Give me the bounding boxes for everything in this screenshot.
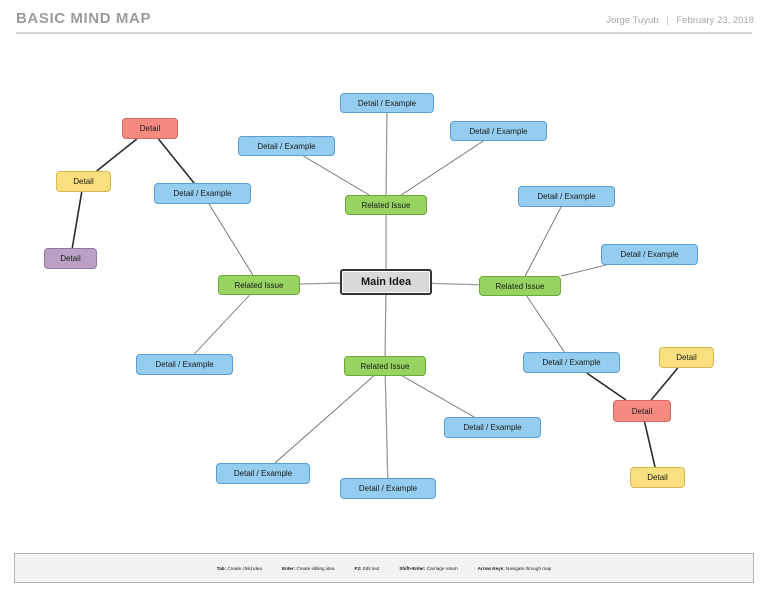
mindmap-edge	[384, 375, 389, 479]
shortcut-description: Navigate through map	[506, 565, 552, 571]
mindmap-node-ri_top[interactable]: Related Issue	[345, 195, 427, 215]
shortcut-hint-list: Tab: Create child idea Enter: Create sibl…	[217, 566, 551, 571]
node-label: Detail	[631, 406, 653, 416]
mindmap-node-ri_right[interactable]: Related Issue	[479, 276, 561, 296]
node-label: Detail / Example	[155, 360, 214, 369]
mindmap-node-d_yel_br2[interactable]: Detail	[630, 467, 685, 488]
mindmap-edge	[303, 155, 370, 196]
mindmap-node-ex_t1[interactable]: Detail / Example	[340, 93, 434, 113]
node-label: Main Idea	[360, 276, 412, 288]
node-label: Detail / Example	[537, 192, 596, 201]
node-label: Detail / Example	[233, 469, 293, 478]
node-label: Detail / Example	[469, 126, 528, 136]
document-header: BASIC MIND MAP Jorge Tuyub | February 23…	[0, 0, 768, 36]
shortcut-description: Create child idea	[227, 565, 262, 571]
mindmap-node-d_red_tl[interactable]: Detail	[122, 118, 178, 139]
author-name: Jorge Tuyub	[606, 15, 659, 26]
mindmap-node-ri_left[interactable]: Related Issue	[218, 275, 300, 295]
mindmap-node-ex_r2[interactable]: Detail / Example	[601, 244, 698, 265]
shortcut-hint: Arrow Keys: Navigate through map	[478, 566, 552, 571]
mindmap-node-d_pur_tl[interactable]: Detail	[44, 248, 97, 269]
node-label: Detail / Example	[173, 189, 232, 198]
mindmap-node-d_yel_br1[interactable]: Detail	[659, 347, 714, 368]
node-label: Related Issue	[495, 281, 545, 291]
mindmap-node-ex_r1[interactable]: Detail / Example	[518, 186, 615, 207]
mindmap-edge	[385, 112, 388, 196]
shortcut-description: Carriage return	[426, 565, 458, 571]
mindmap-edge	[524, 206, 562, 277]
mindmap-node-ex_b3[interactable]: Detail / Example	[340, 478, 436, 499]
mindmap-node-d_red_br[interactable]: Detail	[613, 400, 671, 422]
mindmap-node-ex_l2[interactable]: Detail / Example	[136, 354, 233, 375]
mindmap-edge	[402, 375, 475, 418]
node-label: Detail / Example	[542, 358, 601, 367]
mindmap-edge	[208, 203, 254, 276]
node-label: Detail	[139, 124, 161, 133]
shortcut-key: F2:	[354, 565, 362, 571]
node-label: Detail / Example	[620, 250, 679, 259]
mindmap-node-ex_t2[interactable]: Detail / Example	[238, 136, 335, 156]
node-label: Detail / Example	[257, 141, 316, 151]
mindmap-edge	[650, 367, 679, 401]
mindmap-edge	[400, 140, 484, 196]
shortcut-description: Edit text	[362, 565, 380, 571]
mindmap-edge	[431, 282, 480, 286]
node-label: Related Issue	[360, 361, 410, 371]
mindmap-edge	[643, 421, 656, 468]
header-divider	[16, 32, 752, 34]
page-title: BASIC MIND MAP	[16, 10, 152, 27]
node-label: Detail / Example	[463, 423, 522, 432]
mindmap-edge	[526, 295, 565, 353]
node-label: Detail	[73, 177, 94, 186]
mindmap-node-d_yel_tl[interactable]: Detail	[56, 171, 111, 192]
mindmap-root-node[interactable]: Main Idea	[340, 269, 432, 295]
mindmap-node-ex_t3[interactable]: Detail / Example	[450, 121, 547, 141]
node-label: Detail	[676, 353, 697, 362]
node-label: Detail / Example	[357, 98, 417, 108]
mindmap-edges	[71, 112, 679, 479]
mindmap-edge	[71, 191, 83, 249]
node-label: Related Issue	[234, 280, 284, 290]
mindmap-edge	[157, 138, 195, 184]
mindmap-edge	[299, 282, 341, 285]
shortcut-description: Create sibling idea	[296, 565, 335, 571]
mindmap-edge	[586, 372, 627, 401]
shortcut-hint: F2: Edit text	[355, 566, 380, 571]
mindmap-node-ex_b1[interactable]: Detail / Example	[216, 463, 310, 484]
shortcut-hint: Tab: Create child idea	[217, 566, 262, 571]
shortcut-key: Shift+Enter:	[399, 565, 426, 571]
meta-separator: |	[666, 15, 669, 26]
mindmap-edge	[194, 294, 250, 355]
mindmap-node-ex_r3[interactable]: Detail / Example	[523, 352, 620, 373]
node-label: Detail / Example	[358, 484, 418, 493]
mindmap-edge	[560, 264, 607, 277]
shortcut-hint-bar: Tab: Create child idea Enter: Create sibl…	[14, 553, 754, 583]
node-label: Detail	[60, 254, 81, 263]
shortcut-hint: Shift+Enter: Carriage return	[399, 566, 457, 571]
document-date: February 23, 2018	[676, 15, 754, 26]
node-label: Related Issue	[361, 200, 411, 210]
mindmap-edge	[96, 138, 138, 172]
shortcut-key: Tab:	[216, 565, 227, 571]
mindmap-node-ex_l1[interactable]: Detail / Example	[154, 183, 251, 204]
shortcut-hint: Enter: Create sibling idea	[282, 566, 335, 571]
shortcut-key: Enter:	[281, 565, 296, 571]
header-meta: Jorge Tuyub | February 23, 2018	[606, 15, 754, 26]
mindmap-node-ex_b2[interactable]: Detail / Example	[444, 417, 541, 438]
mindmap-edge	[274, 375, 374, 464]
mindmap-edge	[384, 294, 387, 357]
mindmap-node-ri_bot[interactable]: Related Issue	[344, 356, 426, 376]
node-label: Detail	[647, 473, 668, 482]
shortcut-key: Arrow Keys:	[477, 565, 505, 571]
